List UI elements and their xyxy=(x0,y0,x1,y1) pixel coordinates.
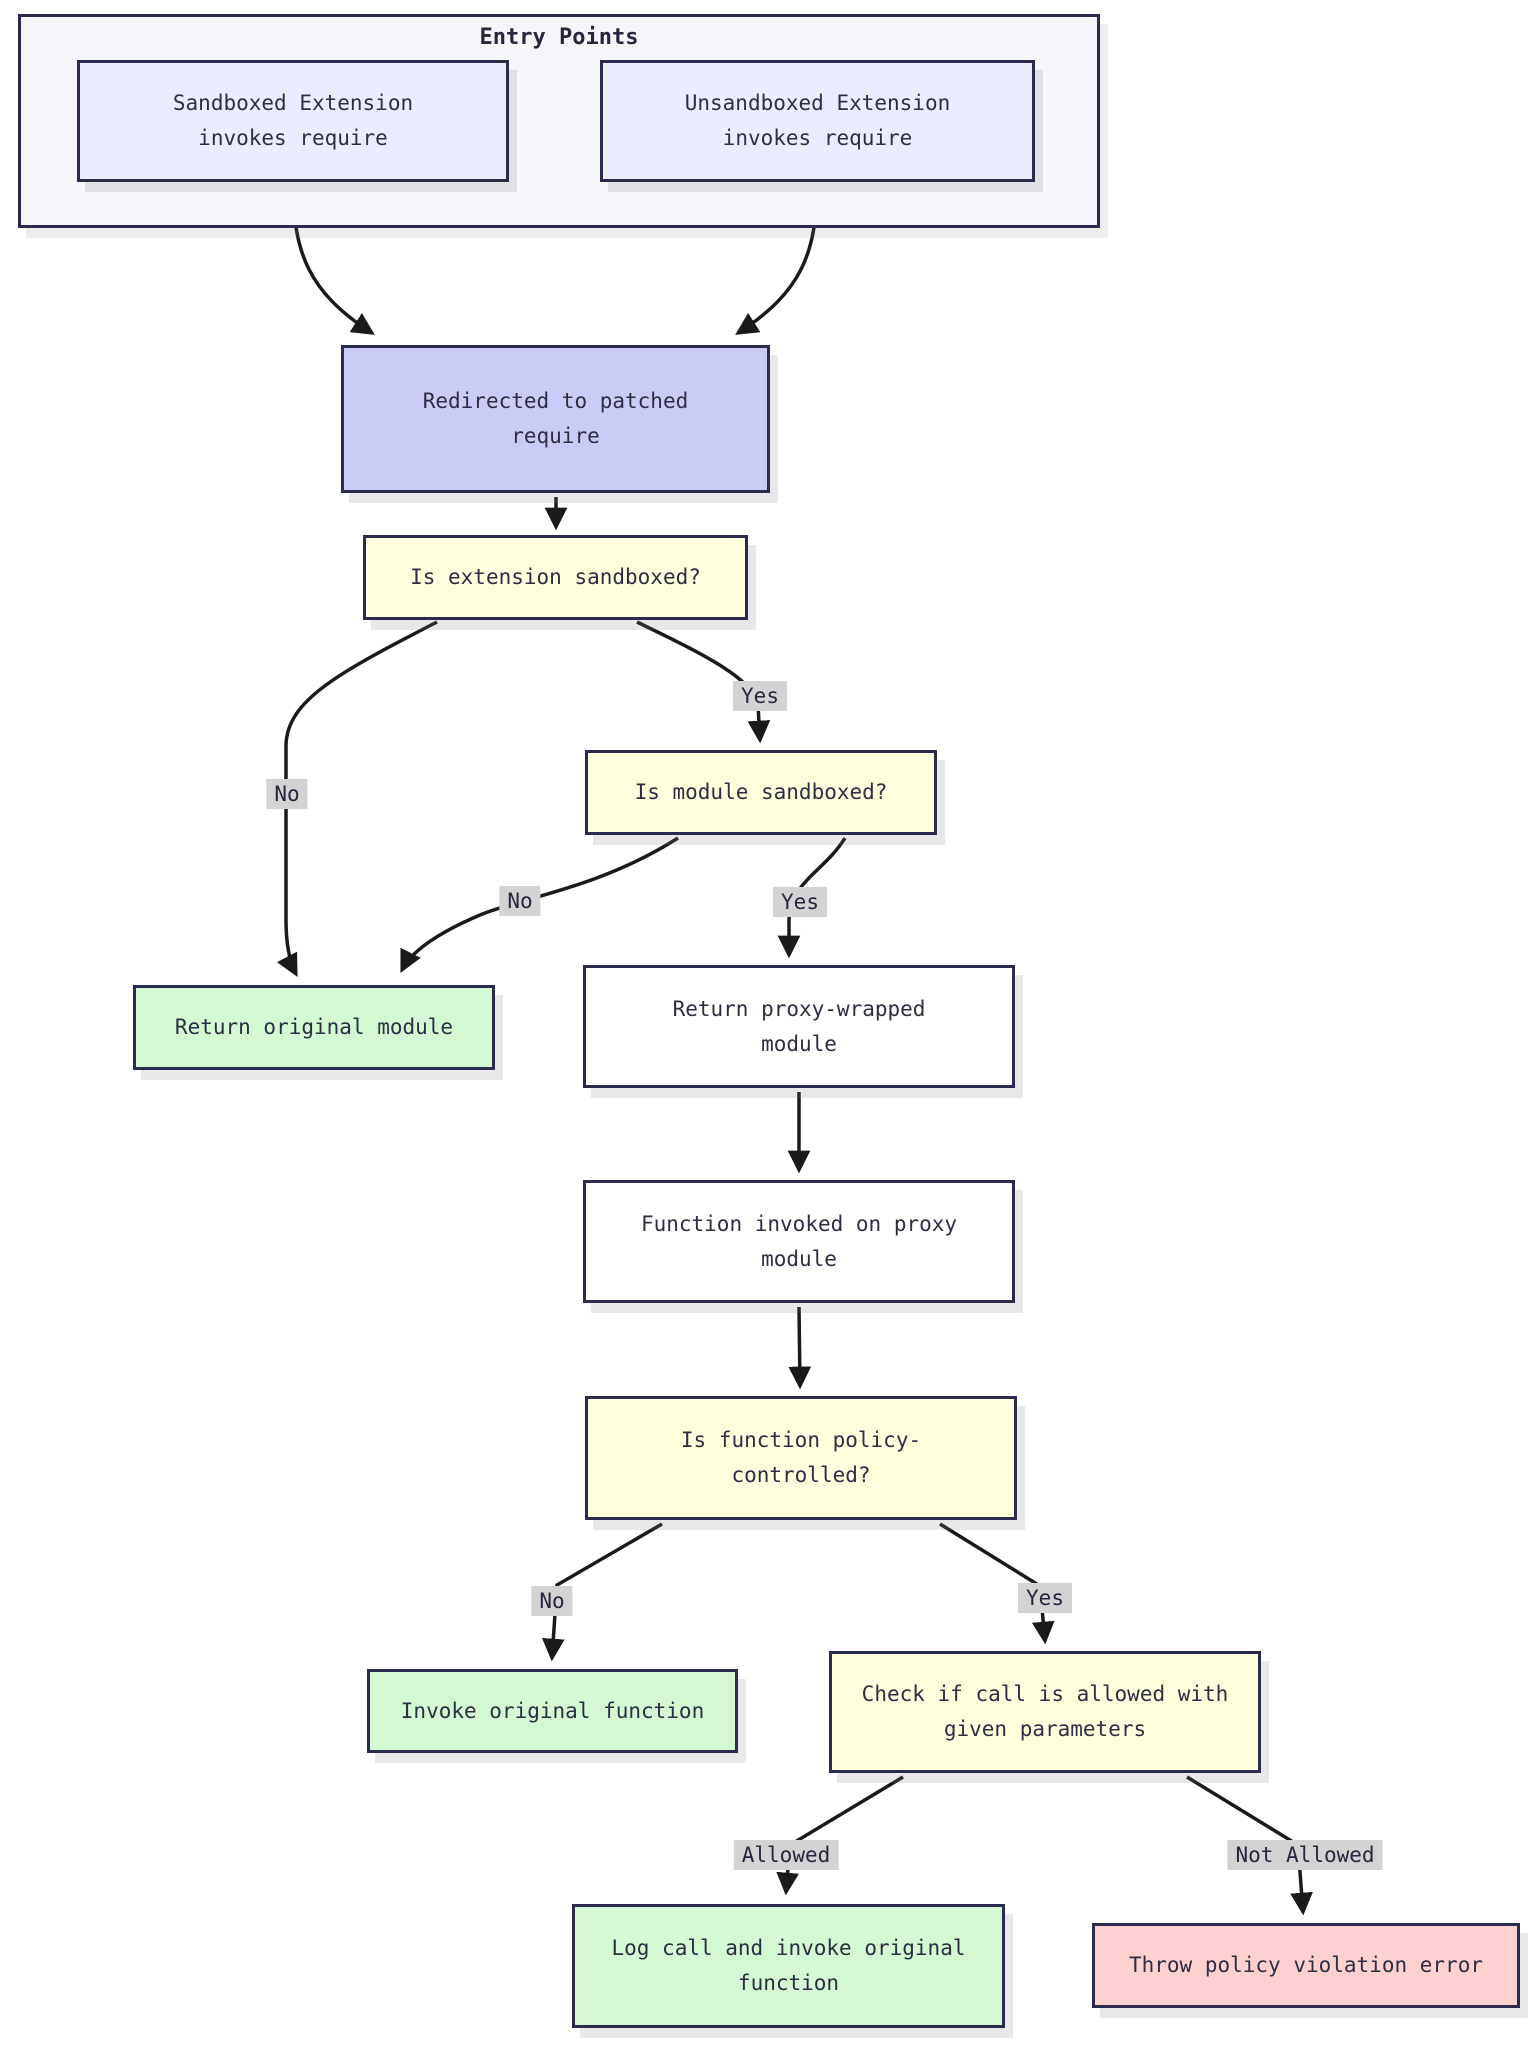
edge-label-yes-policy: Yes xyxy=(1018,1583,1072,1613)
edge-label-no-policy: No xyxy=(531,1586,573,1616)
entry-points-title: Entry Points xyxy=(479,25,639,50)
node-redirected-label: Redirected to patched require xyxy=(422,389,689,448)
edge-label-no-module: No xyxy=(499,886,541,916)
node-invoke-original-label: Invoke original function xyxy=(400,1698,705,1723)
node-is-extension-sandboxed-label: Is extension sandboxed? xyxy=(410,565,701,590)
node-unsandboxed-extension-label: Unsandboxed Extension invokes require xyxy=(684,91,951,150)
node-throw-violation-label: Throw policy violation error xyxy=(1128,1953,1483,1978)
node-invoke-original-function: Invoke original function xyxy=(367,1669,738,1753)
node-unsandboxed-extension: Unsandboxed Extension invokes require xyxy=(600,60,1035,182)
node-throw-policy-violation: Throw policy violation error xyxy=(1092,1923,1520,2008)
edge-extension-no-to-original xyxy=(276,620,438,978)
node-is-function-policy-controlled: Is function policy-controlled? xyxy=(585,1396,1017,1520)
node-function-invoked-on-proxy: Function invoked on proxy module xyxy=(583,1180,1015,1303)
node-function-invoked-label: Function invoked on proxy module xyxy=(640,1211,958,1271)
node-return-proxy-label: Return proxy-wrapped module xyxy=(672,996,926,1056)
edge-label-yes-module: Yes xyxy=(773,887,827,917)
node-check-call-allowed-label: Check if call is allowed with given para… xyxy=(861,1682,1229,1741)
edge-label-yes-extension: Yes xyxy=(733,681,787,711)
node-log-and-invoke: Log call and invoke original function xyxy=(572,1904,1005,2028)
node-is-extension-sandboxed: Is extension sandboxed? xyxy=(363,535,748,620)
edge-label-allowed: Allowed xyxy=(733,1840,839,1870)
node-log-and-invoke-label: Log call and invoke original function xyxy=(611,1936,966,1995)
edge-allowed-to-log xyxy=(776,1775,904,1896)
node-return-original-module: Return original module xyxy=(133,985,495,1070)
edge-label-no-extension: No xyxy=(266,779,308,809)
edge-module-no-to-original xyxy=(400,836,679,974)
node-sandboxed-extension-label: Sandboxed Extension invokes require xyxy=(172,91,414,150)
edge-function-to-policy-check xyxy=(788,1306,812,1390)
edge-policy-no-to-invoke xyxy=(541,1522,663,1662)
node-sandboxed-extension: Sandboxed Extension invokes require xyxy=(77,60,509,182)
node-check-call-allowed: Check if call is allowed with given para… xyxy=(829,1651,1261,1773)
node-is-module-sandboxed-label: Is module sandboxed? xyxy=(634,780,888,805)
node-is-module-sandboxed: Is module sandboxed? xyxy=(585,750,937,835)
node-return-original-module-label: Return original module xyxy=(174,1015,454,1040)
node-redirected-to-patched-require: Redirected to patched require xyxy=(341,345,770,493)
edge-label-not-allowed: Not Allowed xyxy=(1227,1840,1383,1870)
node-return-proxy-wrapped-module: Return proxy-wrapped module xyxy=(583,965,1015,1088)
node-policy-controlled-label: Is function policy-controlled? xyxy=(680,1428,922,1487)
